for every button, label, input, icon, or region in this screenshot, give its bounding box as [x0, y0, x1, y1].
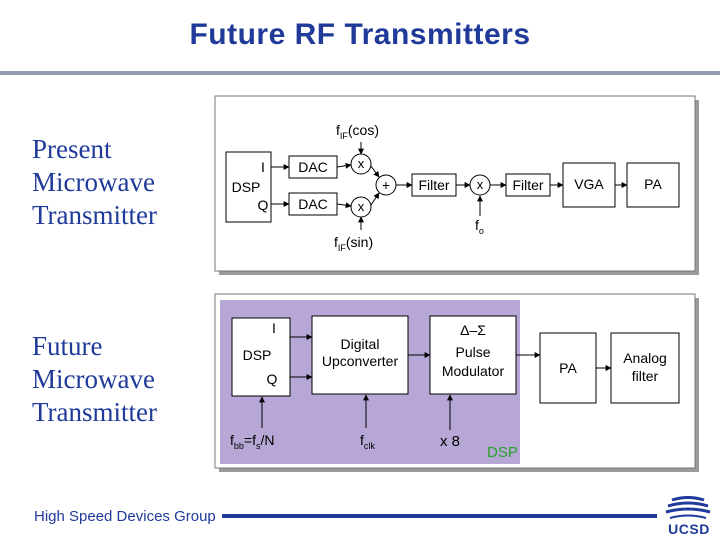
future-dsp-block	[231, 317, 291, 397]
mixer-top-label: x	[358, 156, 365, 171]
digital-upconverter-line2: Upconverter	[322, 353, 399, 369]
present-dsp-q-label: Q	[258, 197, 269, 213]
analog-filter-line2: filter	[632, 368, 659, 384]
filter-1-label: Filter	[418, 177, 449, 193]
fclk-label: fclk	[360, 432, 375, 451]
modulator-label: Modulator	[442, 363, 505, 379]
delta-sigma-label: Δ–Σ	[460, 322, 486, 338]
connector	[336, 202, 352, 209]
fbb-label: fbb=fs/N	[230, 432, 274, 451]
page-title: Future RF Transmitters	[189, 18, 531, 51]
dsp-region-label: DSP	[487, 444, 518, 461]
vga-block	[562, 162, 616, 208]
present-diagram-frame	[214, 95, 699, 275]
future-pa-block	[539, 332, 597, 404]
present-dsp-block	[225, 151, 272, 223]
future-transmitter-label: Future Microwave Transmitter	[32, 330, 157, 429]
analog-filter-block	[610, 332, 680, 404]
present-pa-block	[626, 162, 680, 208]
dac-top-label: DAC	[298, 159, 328, 175]
digital-upconverter-line1: Digital	[341, 336, 380, 352]
ucsd-logo-text: UCSD	[668, 521, 710, 537]
label-line: Microwave	[32, 167, 155, 197]
label-line: Transmitter	[32, 200, 158, 230]
analog-filter-line1: Analog	[623, 350, 667, 366]
pulse-label: Pulse	[455, 344, 490, 360]
future-dsp-label: DSP	[243, 347, 272, 363]
vga-label: VGA	[574, 176, 604, 192]
connector	[336, 162, 352, 169]
rf-mixer-label: x	[477, 177, 484, 192]
label-line: Present	[32, 134, 112, 164]
fif-cos-label: fIF(cos)	[336, 122, 379, 141]
present-transmitter-label: Present Microwave Transmitter	[32, 133, 157, 232]
digital-upconverter-block	[311, 315, 409, 395]
filter-2-label: Filter	[512, 177, 543, 193]
future-dsp-q-label: Q	[267, 371, 278, 387]
future-dsp-i-label: I	[272, 320, 276, 336]
ucsd-logo-icon	[660, 494, 716, 538]
footer-group-name: High Speed Devices Group	[34, 508, 216, 525]
fif-sin-label: fIF(sin)	[334, 234, 373, 253]
delta-sigma-modulator-block	[429, 315, 517, 395]
x8-label: x 8	[440, 433, 460, 450]
label-line: Transmitter	[32, 397, 158, 427]
future-pa-label: PA	[559, 360, 577, 376]
present-pa-label: PA	[644, 176, 662, 192]
footer-divider	[222, 514, 657, 518]
label-line: Future	[32, 331, 103, 361]
connector	[370, 192, 380, 206]
dac-bottom-label: DAC	[298, 196, 328, 212]
present-dsp-i-label: I	[261, 159, 265, 175]
summer-label: +	[382, 177, 390, 193]
label-line: Microwave	[32, 364, 155, 394]
present-dsp-label: DSP	[232, 179, 261, 195]
title-divider	[0, 71, 720, 75]
connector	[370, 165, 380, 178]
mixer-bottom-label: x	[358, 199, 365, 214]
fo-label: fo	[475, 217, 484, 236]
